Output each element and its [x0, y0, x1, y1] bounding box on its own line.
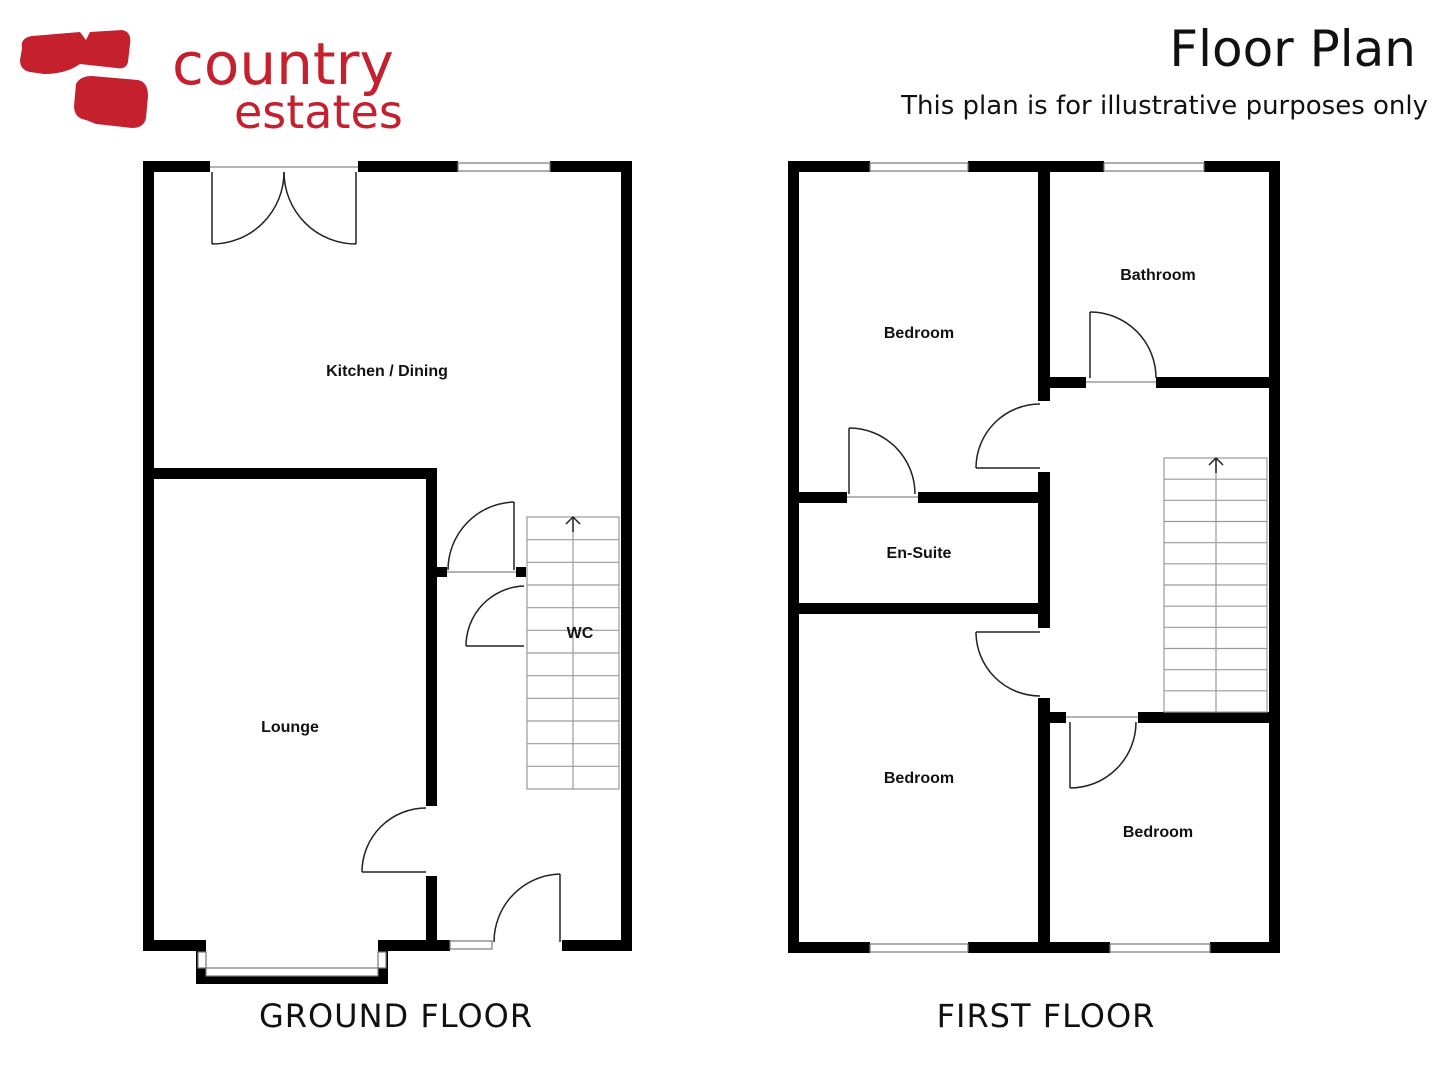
wall — [1210, 942, 1280, 953]
room-label-ensuite: En-Suite — [887, 545, 952, 562]
staircase — [526, 516, 620, 790]
staircase — [1163, 457, 1268, 713]
room-label-wc: WC — [567, 625, 594, 642]
brand-logo: country estates — [20, 30, 403, 139]
wall — [1204, 161, 1280, 172]
wall — [143, 940, 199, 951]
room-label-bedroom-1: Bedroom — [884, 325, 954, 342]
stair-arrow-icon — [1208, 456, 1224, 473]
door — [975, 403, 1041, 469]
window — [457, 162, 551, 172]
floor-label-ground: GROUND FLOOR — [259, 997, 533, 1035]
bay-wall — [196, 976, 388, 984]
wall — [143, 161, 210, 172]
wall — [918, 492, 1038, 503]
wall — [1050, 712, 1066, 723]
wall — [143, 161, 154, 951]
wall — [1269, 161, 1280, 953]
page-subtitle: This plan is for illustrative purposes o… — [900, 91, 1428, 121]
wall — [968, 161, 1104, 172]
wall — [358, 161, 458, 172]
wall — [621, 161, 632, 951]
wall — [550, 161, 632, 172]
door — [1069, 721, 1137, 789]
room-label-bathroom: Bathroom — [1120, 267, 1196, 284]
page-title: Floor Plan — [1169, 20, 1416, 78]
wall — [1038, 698, 1050, 953]
window — [449, 940, 493, 950]
bay-window — [205, 967, 379, 977]
door — [447, 501, 515, 571]
window — [1109, 943, 1211, 953]
room-label-lounge: Lounge — [261, 719, 319, 736]
wall — [788, 161, 870, 172]
room-label-kitchen: Kitchen / Dining — [326, 363, 448, 380]
wall — [143, 468, 437, 479]
wall — [788, 161, 799, 953]
wall — [380, 940, 450, 951]
room-label-bedroom-3: Bedroom — [1123, 824, 1193, 841]
door — [465, 585, 525, 647]
french-doors — [211, 171, 357, 245]
logo-mark-icon — [20, 30, 148, 128]
wall — [1138, 712, 1280, 723]
ground-floor-plan: Kitchen / Dining Lounge WC — [143, 161, 632, 984]
brand-name-line2: estates — [234, 85, 403, 139]
wall — [1038, 161, 1050, 401]
door — [1089, 311, 1157, 379]
wall — [426, 876, 437, 951]
wall — [799, 492, 847, 503]
wall — [562, 940, 632, 951]
wall — [426, 468, 437, 806]
window — [869, 162, 969, 172]
window — [869, 943, 969, 953]
door — [361, 807, 427, 873]
stair-arrow-icon — [565, 515, 581, 532]
first-floor-plan: Bedroom Bathroom En-Suite Bedroom Bedroo… — [788, 161, 1280, 953]
floor-label-first: FIRST FLOOR — [937, 997, 1156, 1035]
front-door — [493, 873, 561, 943]
door — [975, 631, 1041, 697]
room-label-bedroom-2: Bedroom — [884, 770, 954, 787]
wall — [799, 603, 1038, 614]
wall — [788, 942, 870, 953]
brand-name-line1: country — [172, 30, 394, 98]
wall — [1050, 377, 1086, 388]
window — [1103, 162, 1205, 172]
door — [848, 427, 916, 495]
wall — [1156, 377, 1280, 388]
wall — [1038, 472, 1050, 628]
